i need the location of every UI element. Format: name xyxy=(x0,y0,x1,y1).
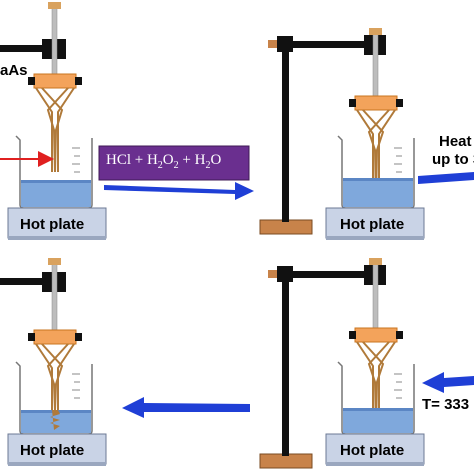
liquid xyxy=(343,408,413,433)
temperature-label: T= 333 xyxy=(422,396,470,413)
liquid xyxy=(21,410,91,433)
sample-material-label: aAs xyxy=(0,62,28,79)
heat-arrow xyxy=(418,172,474,184)
stand-arm xyxy=(0,278,58,285)
etchant-formula: HCl + H2O2 + H2O xyxy=(106,152,222,171)
beaker-graduations xyxy=(72,373,80,399)
holder-rod xyxy=(51,5,58,79)
holder-rod xyxy=(372,261,379,331)
return-arrow xyxy=(122,397,250,418)
panel-bottom-left xyxy=(0,258,107,466)
rod-knob xyxy=(48,258,61,265)
beaker-graduations xyxy=(72,147,80,173)
hot-plate xyxy=(7,433,107,465)
hot-plate-label: Hot plate xyxy=(340,216,405,233)
etchant-arrow xyxy=(104,182,254,200)
beaker-graduations xyxy=(394,147,402,173)
etchant-transition xyxy=(98,145,254,200)
stand-knob xyxy=(268,40,277,48)
panel-top-right xyxy=(259,28,474,240)
tweezer-holder xyxy=(35,87,75,173)
tweezer-holder xyxy=(35,343,75,411)
rod-knob xyxy=(48,2,61,9)
stand-base xyxy=(259,453,313,469)
stand-pole xyxy=(282,272,289,456)
hot-plate-label: Hot plate xyxy=(340,442,405,459)
stand-arm xyxy=(288,41,376,48)
stand-pole xyxy=(282,42,289,222)
stand-knob xyxy=(268,270,277,278)
holder-rod xyxy=(51,261,58,333)
cool-arrow xyxy=(422,372,474,393)
hot-plate-label: Hot plate xyxy=(20,216,85,233)
etchant-label-box xyxy=(98,145,250,181)
rod-knob xyxy=(369,258,382,265)
holder-rod xyxy=(372,31,379,99)
sample-clamp xyxy=(354,95,398,111)
etched-sample xyxy=(50,410,60,430)
hot-plate-label: Hot plate xyxy=(20,442,85,459)
liquid xyxy=(343,178,413,207)
clamp-screw-left xyxy=(28,77,35,85)
sample-clamp xyxy=(33,73,77,89)
rod-knob xyxy=(369,28,382,35)
heat-step-label-2: up to 3 xyxy=(432,151,474,168)
stand-base xyxy=(259,219,313,235)
tweezer-holder xyxy=(356,341,396,429)
stand-arm xyxy=(288,271,376,278)
liquid xyxy=(21,180,91,207)
sample-clamp xyxy=(354,327,398,343)
heat-step-label: Heat xyxy=(439,133,472,150)
panel-bottom-right xyxy=(259,258,474,469)
panel-top-left xyxy=(0,2,107,240)
beaker-graduations xyxy=(394,373,402,399)
clamp-screw-right xyxy=(75,77,82,85)
stand-arm xyxy=(0,45,58,52)
sample-clamp xyxy=(33,329,77,345)
hot-plate xyxy=(7,207,107,239)
